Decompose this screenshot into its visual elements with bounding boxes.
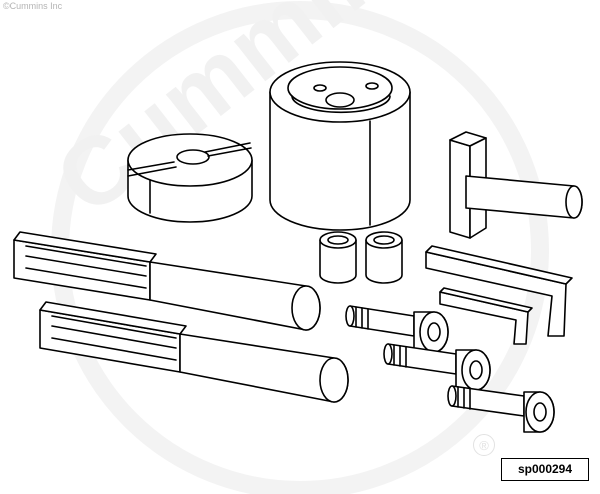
t-handle-tool xyxy=(449,131,583,239)
splined-shaft-lower xyxy=(39,301,349,403)
cap-screw-upper xyxy=(345,305,449,353)
copyright-notice: ©Cummins Inc xyxy=(3,1,63,11)
cup-sleeve-tool xyxy=(269,61,411,231)
hex-key-small xyxy=(439,287,533,345)
small-bushing-left xyxy=(319,231,357,284)
split-collar-tool xyxy=(127,133,253,223)
small-bushing-right xyxy=(365,231,403,284)
splined-shaft-upper xyxy=(13,231,321,331)
hex-key-large xyxy=(425,245,573,337)
cap-screw-middle xyxy=(383,343,491,391)
part-number-label: sp000294 xyxy=(501,458,589,481)
registered-trademark-mark: ® xyxy=(473,434,495,456)
cap-screw-lower xyxy=(447,385,555,433)
